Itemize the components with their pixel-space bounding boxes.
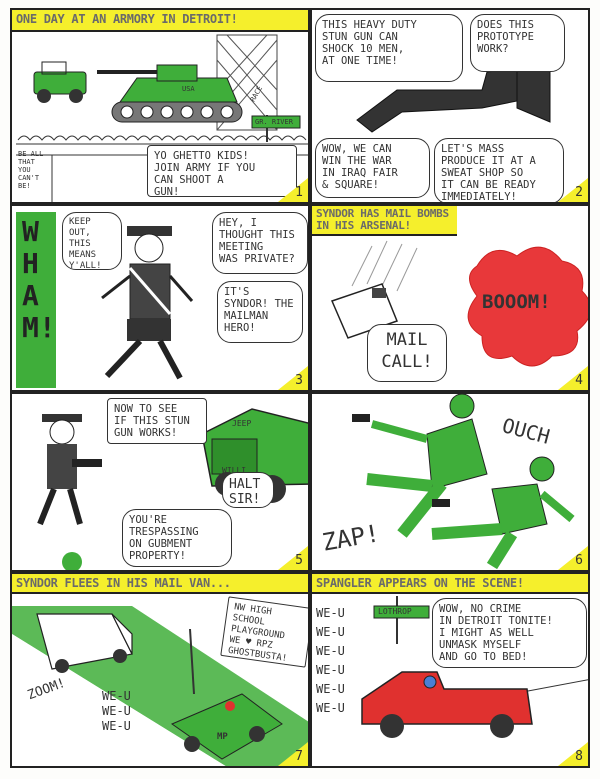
jeep-text: JEEP [232, 419, 252, 428]
panel-4-art [330, 240, 588, 367]
police-car-text: MP [217, 732, 228, 742]
panel-8-number: 8 [575, 749, 583, 764]
panel-3-speech-right-bottom: IT'S SYNDOR! THE MAILMAN HERO! [217, 281, 303, 343]
panel-4-speech: MAIL CALL! [367, 324, 447, 382]
panel-1-caption: ONE DAY AT AN ARMORY IN DETROIT! [12, 10, 308, 32]
panel-5-speech-mid: HALT SIR! [222, 472, 274, 508]
panel-8-siren: WE-U WE-U WE-U WE-U WE-U WE-U [316, 606, 345, 715]
armory-sign-text: GR. RIVER [255, 118, 293, 126]
panel-7-siren: WE-U WE-U WE-U [102, 689, 131, 733]
panel-1-number: 1 [295, 185, 303, 200]
panel-7-art [12, 606, 308, 766]
panel-1-speech: YO GHETTO KIDS! JOIN ARMY IF YOU CAN SHO… [147, 145, 297, 198]
panel-3-speech-left: KEEP OUT, THIS MEANS Y'ALL! [62, 212, 122, 271]
panel-1: ONE DAY AT AN ARMORY IN DETROIT! [10, 8, 310, 204]
playground-sign: NW HIGH SCHOOL PLAYGROUND WE ♥ RPZ GHOST… [220, 596, 308, 668]
panel-2-speech-top-right: DOES THIS PROTOTYPE WORK? [470, 14, 565, 72]
panel-5-speech-bottom: YOU'RE TRESPASSING ON GUBMENT PROPERTY! [122, 509, 232, 567]
panel-5-speech-top: NOW TO SEE IF THIS STUN GUN WORKS! [107, 398, 207, 444]
panel-7-number: 7 [295, 749, 303, 764]
panel-8: SPANGLER APPEARS ON THE SCENE! LOTHROP W… [310, 572, 590, 768]
panel-6: OUCH ZAP! 6 [310, 392, 590, 572]
army-slogan: BE ALL THAT YOU CAN'T BE! [18, 150, 44, 190]
street-sign: LOTHROP [378, 607, 412, 616]
panel-3: WHAM! KEEP OUT, THIS MEANS Y'ALL! HEY, I… [10, 204, 310, 392]
panel-8-caption: SPANGLER APPEARS ON THE SCENE! [312, 574, 588, 594]
panel-3-number: 3 [295, 373, 303, 388]
tank-text: USA [182, 85, 195, 93]
panel-6-art [352, 394, 575, 570]
panel-1-art [16, 34, 308, 202]
panel-2: THIS HEAVY DUTY STUN GUN CAN SHOCK 10 ME… [310, 8, 590, 204]
wham-strip [16, 212, 56, 388]
panel-4: SYNDOR HAS MAIL BOMBS IN HIS ARSENAL! BO… [310, 204, 590, 392]
panel-2-speech-bottom-left: WOW, WE CAN WIN THE WAR IN IRAQ FAIR & S… [315, 138, 430, 198]
panel-3-speech-right-top: HEY, I THOUGHT THIS MEETING WAS PRIVATE? [212, 212, 308, 274]
panel-2-speech-top-left: THIS HEAVY DUTY STUN GUN CAN SHOCK 10 ME… [315, 14, 463, 82]
panel-4-number: 4 [575, 373, 583, 388]
panel-6-number: 6 [575, 553, 583, 568]
panel-2-speech-bottom-right: LET'S MASS PRODUCE IT AT A SWEAT SHOP SO… [434, 138, 564, 202]
panel-3-art [101, 226, 194, 380]
panel-4-caption: SYNDOR HAS MAIL BOMBS IN HIS ARSENAL! [312, 206, 457, 236]
panel-2-number: 2 [575, 185, 583, 200]
panel-7-caption: SYNDOR FLEES IN HIS MAIL VAN... [12, 574, 308, 594]
panel-8-art [361, 596, 588, 738]
wham-sound: WHAM! [22, 215, 56, 344]
boom-sound: BOOOM! [482, 291, 551, 313]
panel-7: SYNDOR FLEES IN HIS MAIL VAN... NW HIGH … [10, 572, 310, 768]
jeep-plate: WILLI [222, 466, 247, 475]
panel-5: JEEP WILLI NOW TO SEE IF THIS STUN GUN W… [10, 392, 310, 572]
panel-8-speech: WOW, NO CRIME IN DETROIT TONITE! I MIGHT… [432, 598, 587, 668]
panel-5-number: 5 [295, 553, 303, 568]
